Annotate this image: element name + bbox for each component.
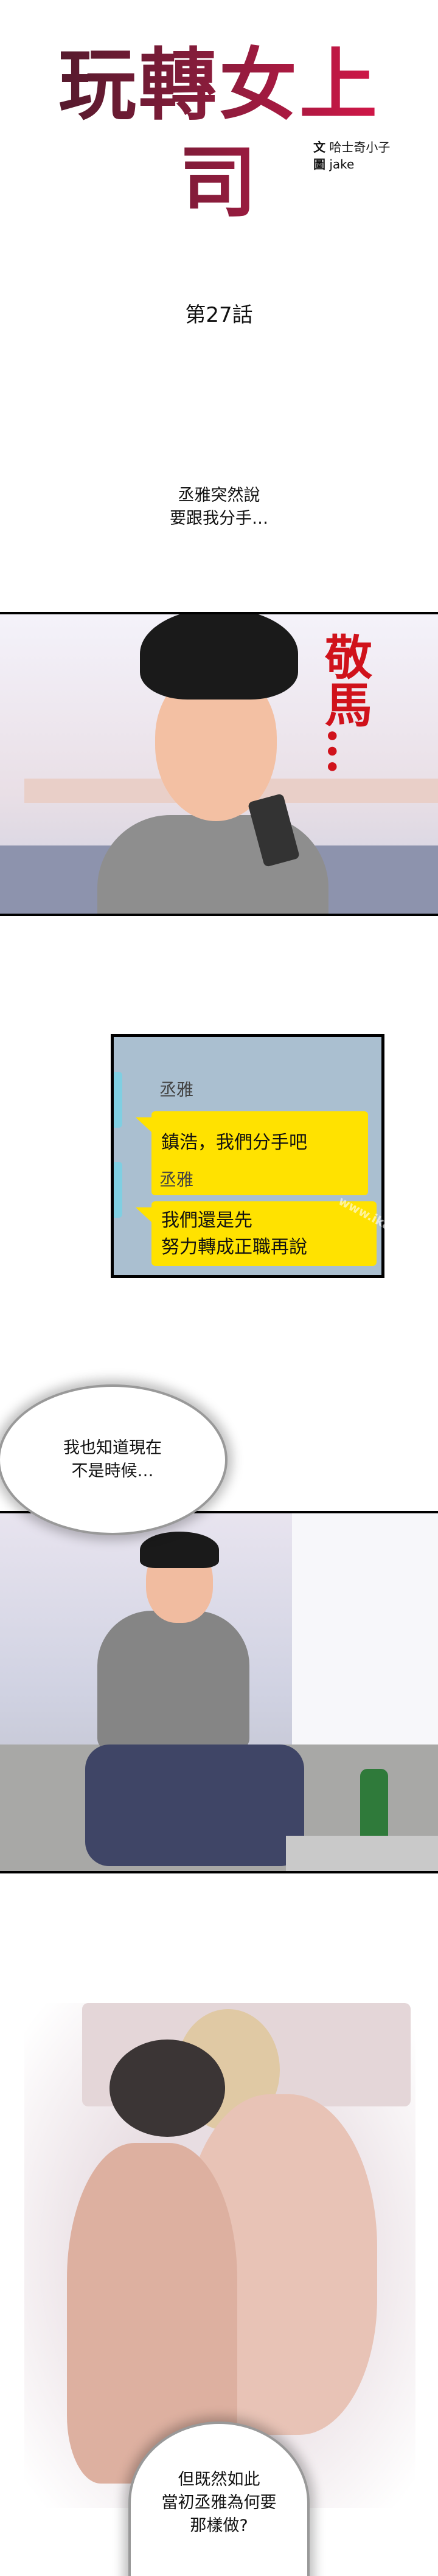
character-hair xyxy=(140,1532,219,1568)
bubble-line: 當初丞雅為何要 xyxy=(161,2493,277,2512)
artist-label: 圖 xyxy=(313,157,325,172)
comic-panel-shocked-phone: 敬馬… xyxy=(0,612,438,916)
message-text: 鎮浩，我們分手吧 xyxy=(161,1132,307,1153)
artist-name: jake xyxy=(329,157,355,172)
character-shirt xyxy=(97,815,328,914)
character-figure xyxy=(67,2143,237,2484)
sound-effect: 敬馬… xyxy=(317,633,372,775)
character-pants xyxy=(85,1745,304,1866)
contact-avatar xyxy=(114,1162,122,1218)
chat-message: 我們還是先 努力轉成正職再說 xyxy=(136,1201,377,1266)
chapter-title: 第27話 xyxy=(185,303,253,327)
character-shirt xyxy=(97,1611,249,1751)
writer-name: 哈士奇小子 xyxy=(329,140,391,154)
comic-panel-sitting-floor xyxy=(0,1511,438,1873)
caption-line: 要跟我分手… xyxy=(170,509,268,528)
message-sender: 丞雅 xyxy=(159,1080,194,1100)
narration-caption: 丞雅突然說 要跟我分手… xyxy=(0,484,438,530)
writer-label: 文 xyxy=(313,140,325,154)
snack-wrapper xyxy=(286,1836,438,1871)
message-text: 我們還是先 xyxy=(161,1210,252,1231)
thought-bubble: 我也知道現在 不是時候… xyxy=(6,1393,219,1527)
series-title: 玩轉女上司 xyxy=(24,36,414,231)
chat-message: 鎮浩，我們分手吧 xyxy=(136,1111,368,1195)
comic-panel-flashback xyxy=(24,2003,415,2508)
thought-bubble: 但既然如此 當初丞雅為何要 那樣做? xyxy=(137,2430,301,2576)
character-hair xyxy=(109,2040,225,2137)
bubble-line: 不是時候… xyxy=(71,1462,154,1481)
bubble-line: 但既然如此 xyxy=(178,2470,260,2489)
character-hair xyxy=(140,614,298,700)
credits: 文 哈士奇小子 圖 jake xyxy=(313,139,390,173)
bubble-line: 那樣做? xyxy=(190,2516,248,2535)
chat-screen: 丞雅 鎮浩，我們分手吧 丞雅 我們還是先 努力轉成正職再說 www.ikanmh… xyxy=(111,1034,438,1278)
message-text: 努力轉成正職再說 xyxy=(161,1237,307,1258)
caption-line: 丞雅突然說 xyxy=(178,486,260,505)
contact-avatar xyxy=(114,1072,122,1128)
message-sender: 丞雅 xyxy=(159,1170,194,1190)
bubble-line: 我也知道現在 xyxy=(63,1439,162,1457)
bottle xyxy=(360,1769,388,1848)
